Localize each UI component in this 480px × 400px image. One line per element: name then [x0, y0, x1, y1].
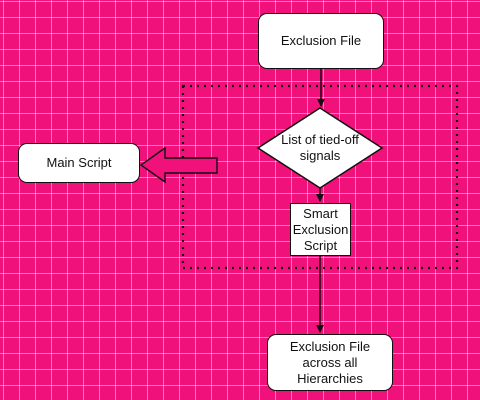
- dotted-group-boundary: [181, 84, 459, 270]
- main-script-node: Main Script: [18, 143, 140, 183]
- tied-off-signals-label: List of tied-off signals: [281, 132, 359, 163]
- exclusion-file-all-hierarchies-node: Exclusion File across all Hierarchies: [267, 334, 393, 391]
- block-arrow-to-main-script: [139, 146, 218, 184]
- smart-exclusion-script-node: Smart Exclusion Script: [290, 203, 351, 256]
- exclusion-file-node: Exclusion File: [258, 13, 384, 69]
